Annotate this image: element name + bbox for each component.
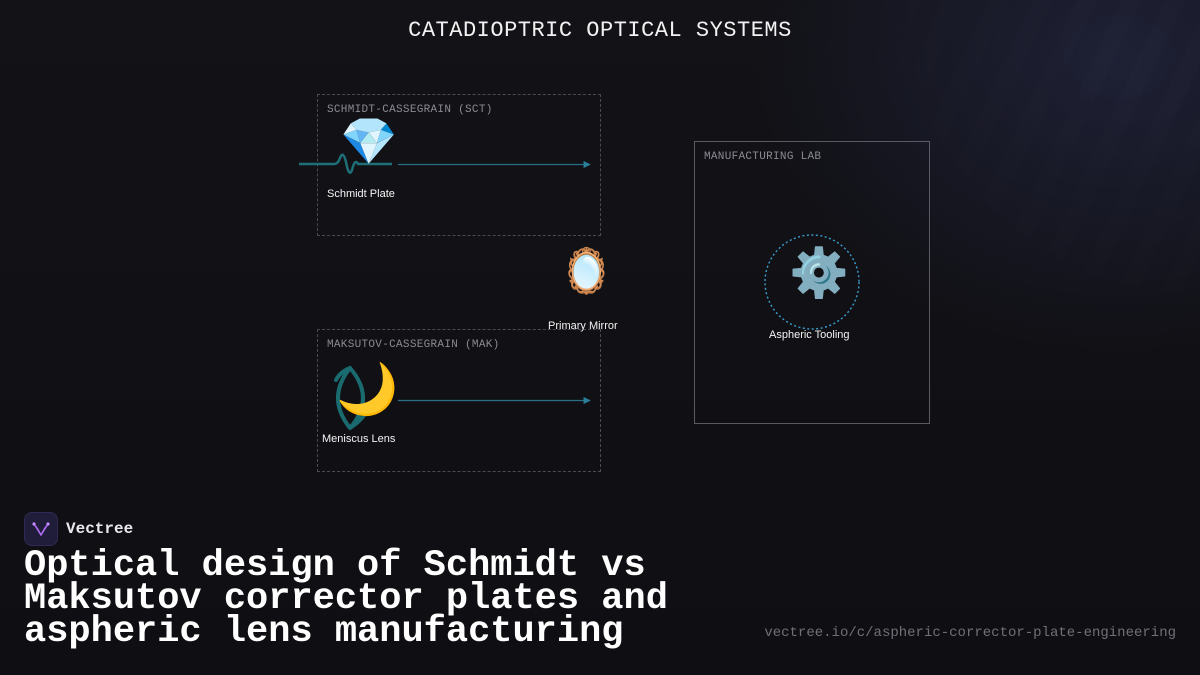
group-label: MAKSUTOV-CASSEGRAIN (MAK) (327, 339, 500, 351)
tooling-ring (764, 234, 860, 330)
vectree-logo-icon (24, 512, 58, 546)
diagram-title: CATADIOPTRIC OPTICAL SYSTEMS (408, 18, 792, 43)
mirror-icon: 🪞 (559, 247, 614, 296)
crescent-moon-icon: 🌙 (336, 361, 399, 417)
node-label-schmidt-plate: Schmidt Plate (327, 188, 395, 200)
gear-icon: ⚙️ (789, 247, 849, 300)
group-label: MANUFACTURING LAB (704, 151, 822, 163)
meniscus-outline (334, 366, 368, 430)
gem-icon: 💎 (340, 115, 398, 167)
node-label-meniscus-lens: Meniscus Lens (322, 433, 396, 445)
group-maksutov-cassegrain: MAKSUTOV-CASSEGRAIN (MAK) (317, 329, 601, 472)
group-label: SCHMIDT-CASSEGRAIN (SCT) (327, 104, 493, 116)
source-url[interactable]: vectree.io/c/aspheric-corrector-plate-en… (764, 625, 1176, 641)
schmidt-wave-line (299, 153, 392, 174)
node-label-aspheric-tooling: Aspheric Tooling (769, 329, 850, 341)
node-label-primary-mirror: Primary Mirror (548, 320, 618, 332)
group-manufacturing-lab: MANUFACTURING LAB (694, 141, 930, 424)
brand-name: Vectree (66, 520, 134, 538)
brand: Vectree (24, 512, 133, 546)
headline: Optical design of Schmidt vs Maksutov co… (24, 545, 668, 653)
background-rays (680, 0, 1200, 520)
